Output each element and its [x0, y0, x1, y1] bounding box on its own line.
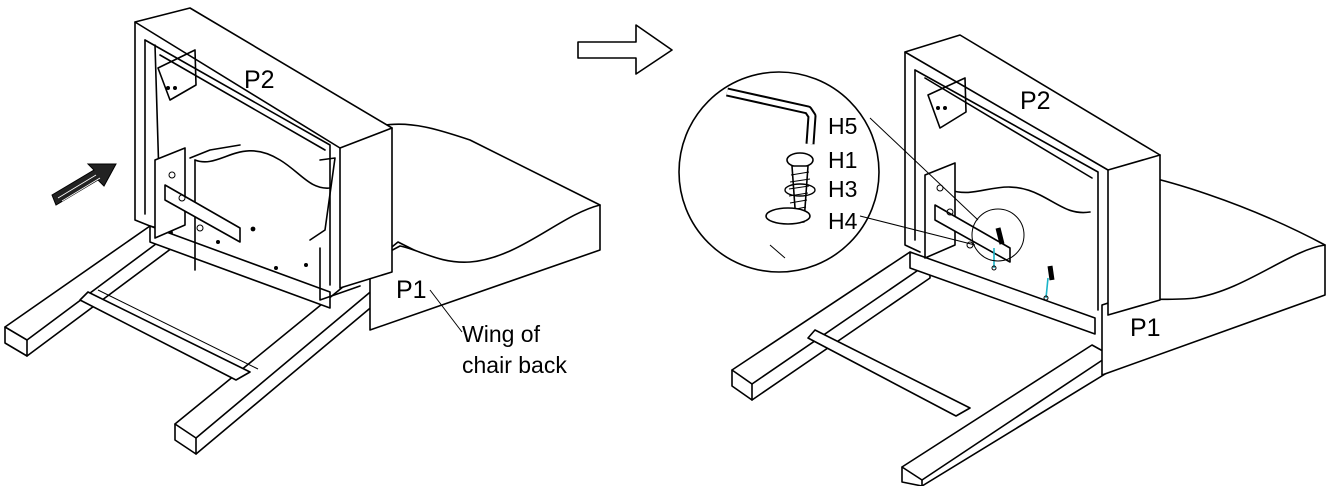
bolt-h1-label: H1 — [828, 147, 857, 173]
left-p1-label: P1 — [396, 276, 427, 304]
right-p1-label: P1 — [1130, 314, 1161, 342]
hex-key-h5-label: H5 — [828, 113, 857, 139]
washer-h4-label: H4 — [828, 208, 858, 234]
right-p2-label: P2 — [1020, 87, 1051, 115]
wing-callout-line2: chair back — [462, 352, 567, 378]
right-figure: H5 H1 H3 H4 P2 P1 — [678, 34, 1326, 487]
wing-callout-line1: Wing of — [462, 321, 541, 347]
right-seat-frame — [731, 169, 1326, 487]
left-figure: P2 P1 Wing of chair back — [4, 7, 601, 455]
washer-h3-label: H3 — [828, 176, 857, 202]
left-chair-back — [134, 7, 393, 301]
left-p2-label: P2 — [244, 66, 275, 94]
detail-magnifier — [678, 71, 1025, 273]
bolt-markers — [991, 227, 1055, 301]
thick-arrow-icon — [51, 163, 117, 206]
outline-arrow-icon — [577, 24, 673, 75]
left-seat-frame — [4, 123, 601, 455]
wing-callout-leader — [429, 289, 463, 333]
